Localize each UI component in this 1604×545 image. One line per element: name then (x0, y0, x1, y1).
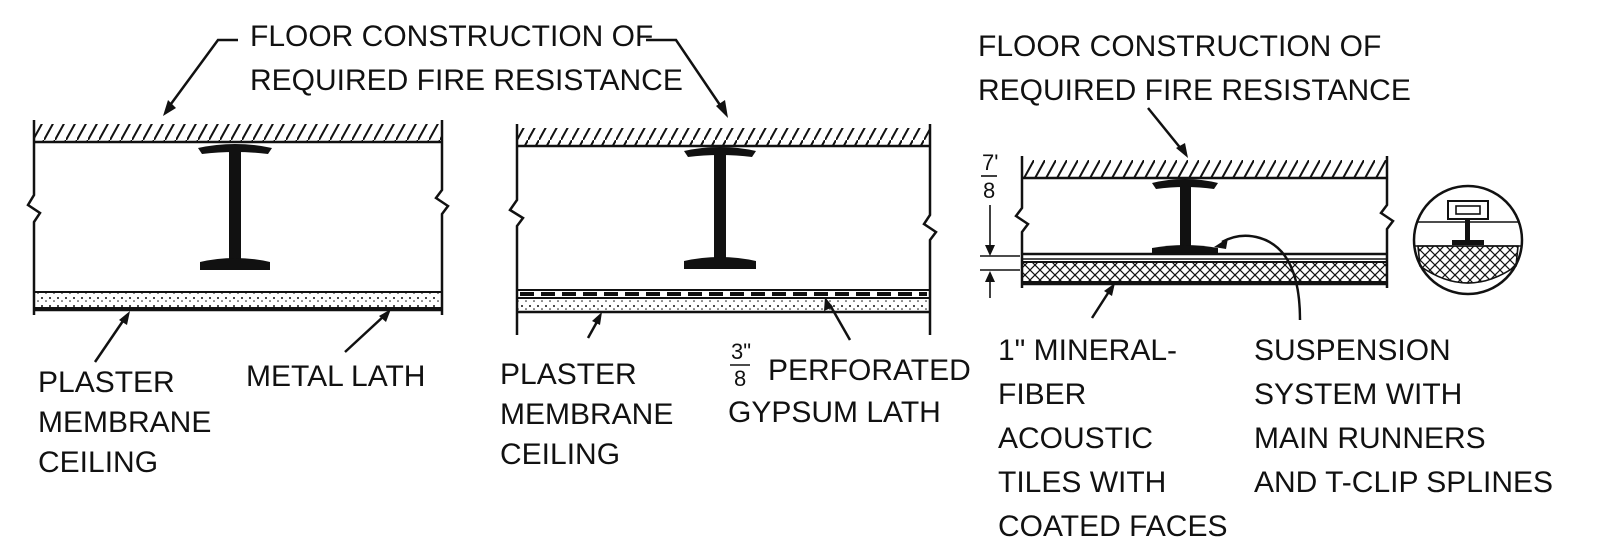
suspension-label-line-3: MAIN RUNNERS (1254, 422, 1486, 455)
break-line-left (1014, 156, 1030, 288)
break-line-left (26, 120, 42, 315)
plaster-label-line-2: MEMBRANE (500, 398, 673, 431)
plaster-leader (93, 317, 127, 363)
plaster-label-line-3: CEILING (500, 438, 620, 471)
arrowhead (163, 100, 176, 116)
metal-lath-label: METAL LATH (246, 360, 425, 393)
panel-2-plaster-on-gypsum-lath: PLASTER MEMBRANE CEILING 3" 8 PERFORATED… (500, 124, 971, 471)
floor-label-line-1: FLOOR CONSTRUCTION OF (250, 20, 653, 53)
tile-label-line-3: ACOUSTIC (998, 422, 1153, 455)
panel-1-plaster-on-metal-lath: FLOOR CONSTRUCTION OF REQUIRED FIRE RESI… (26, 20, 728, 479)
steel-beam-icon (684, 147, 756, 269)
floor-slab-hatch (34, 124, 442, 142)
suspension-label-line-4: AND T-CLIP SPLINES (1254, 466, 1553, 499)
tile-label-line-5: COATED FACES (998, 510, 1227, 543)
break-line-right (922, 124, 938, 335)
dimension-numerator: 7' (982, 150, 998, 175)
floor-label-line-2: REQUIRED FIRE RESISTANCE (250, 64, 683, 97)
tile-label-line-1: 1" MINERAL- (998, 334, 1177, 367)
plaster-label-line-1: PLASTER (38, 366, 175, 399)
lath-leader (828, 304, 852, 341)
plaster-label-line-2: MEMBRANE (38, 406, 211, 439)
panel-3-acoustic-tile-ceiling: FLOOR CONSTRUCTION OF REQUIRED FIRE RESI… (978, 30, 1553, 543)
arrowhead (716, 100, 728, 118)
plaster-label-line-3: CEILING (38, 446, 158, 479)
floor-leader-arrow-right (646, 38, 724, 109)
acoustic-tile (1021, 261, 1388, 283)
steel-beam-icon (198, 144, 272, 270)
plaster-membrane (517, 298, 930, 312)
floor-slab-hatch (1022, 160, 1387, 178)
lath-fraction-denominator: 8 (734, 366, 746, 391)
suspension-label-line-2: SYSTEM WITH (1254, 378, 1462, 411)
perforated-label: PERFORATED (768, 354, 971, 387)
steel-beam-icon (1152, 179, 1218, 254)
lath-fraction-numerator: 3" (731, 339, 751, 364)
suspension-leader (1221, 234, 1302, 321)
suspension-label-line-1: SUSPENSION (1254, 334, 1451, 367)
floor-leader-arrow-left (166, 38, 238, 109)
tile-label-line-2: FIBER (998, 378, 1086, 411)
break-line-right (1379, 156, 1395, 288)
floor-slab-hatch (517, 128, 930, 146)
tile-leader (1090, 289, 1112, 319)
floor-label-line-1: FLOOR CONSTRUCTION OF (978, 30, 1381, 63)
floor-label-line-2: REQUIRED FIRE RESISTANCE (978, 74, 1411, 107)
break-line-right (434, 120, 450, 315)
tile-label-line-4: TILES WITH (998, 466, 1166, 499)
lath-leader (344, 314, 386, 353)
floor-leader-arrow (1147, 107, 1183, 151)
plaster-label-line-1: PLASTER (500, 358, 637, 391)
gypsum-lath-label: GYPSUM LATH (728, 396, 941, 429)
dimension-denominator: 8 (983, 178, 995, 203)
break-line-left (508, 124, 525, 335)
plaster-membrane (33, 291, 443, 309)
t-clip-detail-icon (1412, 184, 1524, 296)
